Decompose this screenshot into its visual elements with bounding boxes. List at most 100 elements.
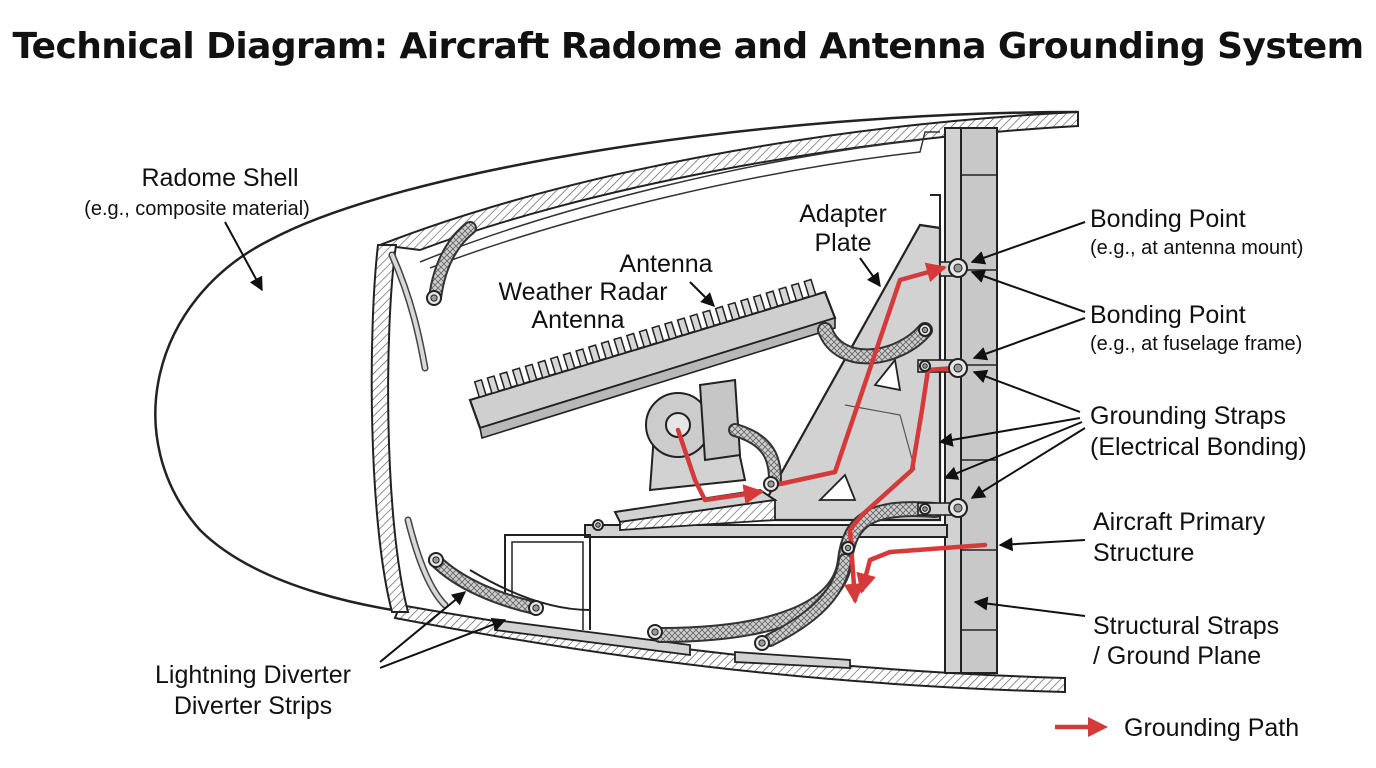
leader-diverter-b xyxy=(379,617,507,669)
antenna-fin xyxy=(625,332,640,352)
antenna-fin xyxy=(575,348,589,368)
leader-bonding-frame-a xyxy=(970,269,1086,313)
antenna-fin xyxy=(537,359,551,379)
antenna-fin xyxy=(727,301,741,321)
label-bonding-point-frame-note: (e.g., at fuselage frame) xyxy=(1090,333,1302,355)
antenna-fin xyxy=(778,286,792,306)
label-weather-radar-line2: Antenna xyxy=(531,306,624,334)
antenna-fin xyxy=(651,324,665,345)
leader-radome-shell xyxy=(224,221,263,292)
antenna-fin xyxy=(587,344,602,364)
label-antenna: Antenna xyxy=(619,250,712,278)
leader-straps-b xyxy=(938,417,1081,447)
label-adapter-plate-line2: Plate xyxy=(815,229,872,257)
legend: Grounding Path xyxy=(1055,714,1299,742)
bolt-center xyxy=(953,263,963,273)
antenna-fin xyxy=(562,351,576,372)
antenna-fin xyxy=(752,294,766,314)
antenna-fin xyxy=(600,340,614,360)
antenna-fin xyxy=(676,317,690,337)
antenna-fin xyxy=(549,355,564,375)
grounding-strap-antenna-braid xyxy=(730,425,780,485)
leader-primary-structure xyxy=(998,537,1086,552)
adapter-fold-line xyxy=(844,404,916,471)
adapter-cutout-lower xyxy=(817,473,857,501)
antenna-fin xyxy=(638,328,652,348)
label-grounding-straps-line2: (Electrical Bonding) xyxy=(1090,433,1307,461)
label-grounding-straps: Grounding Straps xyxy=(1090,402,1286,430)
bolt-center xyxy=(953,363,963,373)
label-bonding-point-mount: Bonding Point xyxy=(1090,205,1246,233)
diverter-strap-left-braid xyxy=(430,555,540,613)
legend-grounding-path-label: Grounding Path xyxy=(1124,714,1299,742)
label-lightning-diverter: Lightning Diverter xyxy=(155,661,351,689)
bolt-center xyxy=(651,628,659,636)
label-adapter-plate: Adapter xyxy=(799,200,887,228)
bolt-center xyxy=(922,363,928,369)
bolt-center xyxy=(922,506,928,512)
antenna-fin xyxy=(613,336,627,356)
leader-adapter-plate xyxy=(859,257,881,288)
label-structural-straps-line2: / Ground Plane xyxy=(1093,642,1261,670)
lower-floor-plate-2 xyxy=(734,651,851,669)
grounding-strap-upper-braid xyxy=(819,324,931,363)
label-structural-straps: Structural Straps xyxy=(1093,612,1279,640)
leader-antenna xyxy=(689,281,715,307)
leader-straps-d xyxy=(970,427,1086,499)
bolt-center xyxy=(767,480,775,488)
antenna-fin xyxy=(739,297,754,318)
bolt-center xyxy=(921,326,929,334)
label-weather-radar: Weather Radar xyxy=(498,278,667,306)
bolt-center xyxy=(432,556,440,564)
antenna-fin xyxy=(714,305,728,325)
page-title: Technical Diagram: Aircraft Radome and A… xyxy=(12,26,1364,67)
label-radome-shell: Radome Shell xyxy=(141,164,298,192)
leader-bonding-frame-b xyxy=(972,317,1086,361)
diverter-strip-lower-core xyxy=(406,518,447,607)
fasteners xyxy=(426,258,968,651)
fuselage-frame-main xyxy=(960,127,998,674)
grounding-path-adapter xyxy=(777,262,947,487)
radome-inner-skin xyxy=(419,139,921,263)
antenna-drive-housing xyxy=(698,378,742,462)
radome-shell-upper-wall xyxy=(379,110,1079,252)
bolt-center xyxy=(844,544,852,552)
leader-structural-straps xyxy=(973,596,1086,617)
radome-bulkhead xyxy=(370,244,410,613)
bolt-center xyxy=(953,503,963,513)
antenna-base-hatch xyxy=(619,498,776,531)
antenna-fin xyxy=(689,313,703,333)
diverter-strap-upper-braid xyxy=(430,223,475,303)
label-radome-shell-note: (e.g., composite material) xyxy=(84,198,310,220)
leader-diverter-a xyxy=(379,591,467,663)
leader-straps-a xyxy=(972,369,1081,413)
label-bonding-point-frame: Bonding Point xyxy=(1090,301,1246,329)
antenna-gimbal-hub xyxy=(665,412,691,438)
adapter-plate xyxy=(753,223,942,522)
adapter-cutout-upper xyxy=(873,357,902,392)
leader-arrows xyxy=(224,221,1086,669)
bolt-center xyxy=(595,522,601,528)
adapter-plate-inner-edge xyxy=(930,194,941,520)
label-primary-structure: Aircraft Primary xyxy=(1093,508,1266,536)
antenna-fin xyxy=(790,282,804,302)
antenna-fin xyxy=(499,371,513,391)
antenna-fin xyxy=(663,321,678,341)
grounding-path-structure xyxy=(856,542,988,594)
label-lightning-diverter-line2: Diverter Strips xyxy=(174,692,332,720)
fuselage-frame-outer xyxy=(944,127,962,674)
diverter-strip-upper-core xyxy=(390,253,427,370)
antenna-fin xyxy=(803,278,817,298)
support-bracket-left xyxy=(504,534,591,630)
antenna-fin xyxy=(511,367,526,387)
grounding-path-antenna xyxy=(675,427,765,505)
antenna-fin xyxy=(765,290,779,310)
antenna-fin xyxy=(701,309,716,329)
leader-straps-c xyxy=(943,421,1083,480)
leader-bonding-mount xyxy=(970,221,1086,265)
antenna-fin xyxy=(524,363,538,383)
bolt-center xyxy=(532,604,540,612)
support-bracket-inner xyxy=(511,541,584,630)
bolt-center xyxy=(758,639,766,647)
